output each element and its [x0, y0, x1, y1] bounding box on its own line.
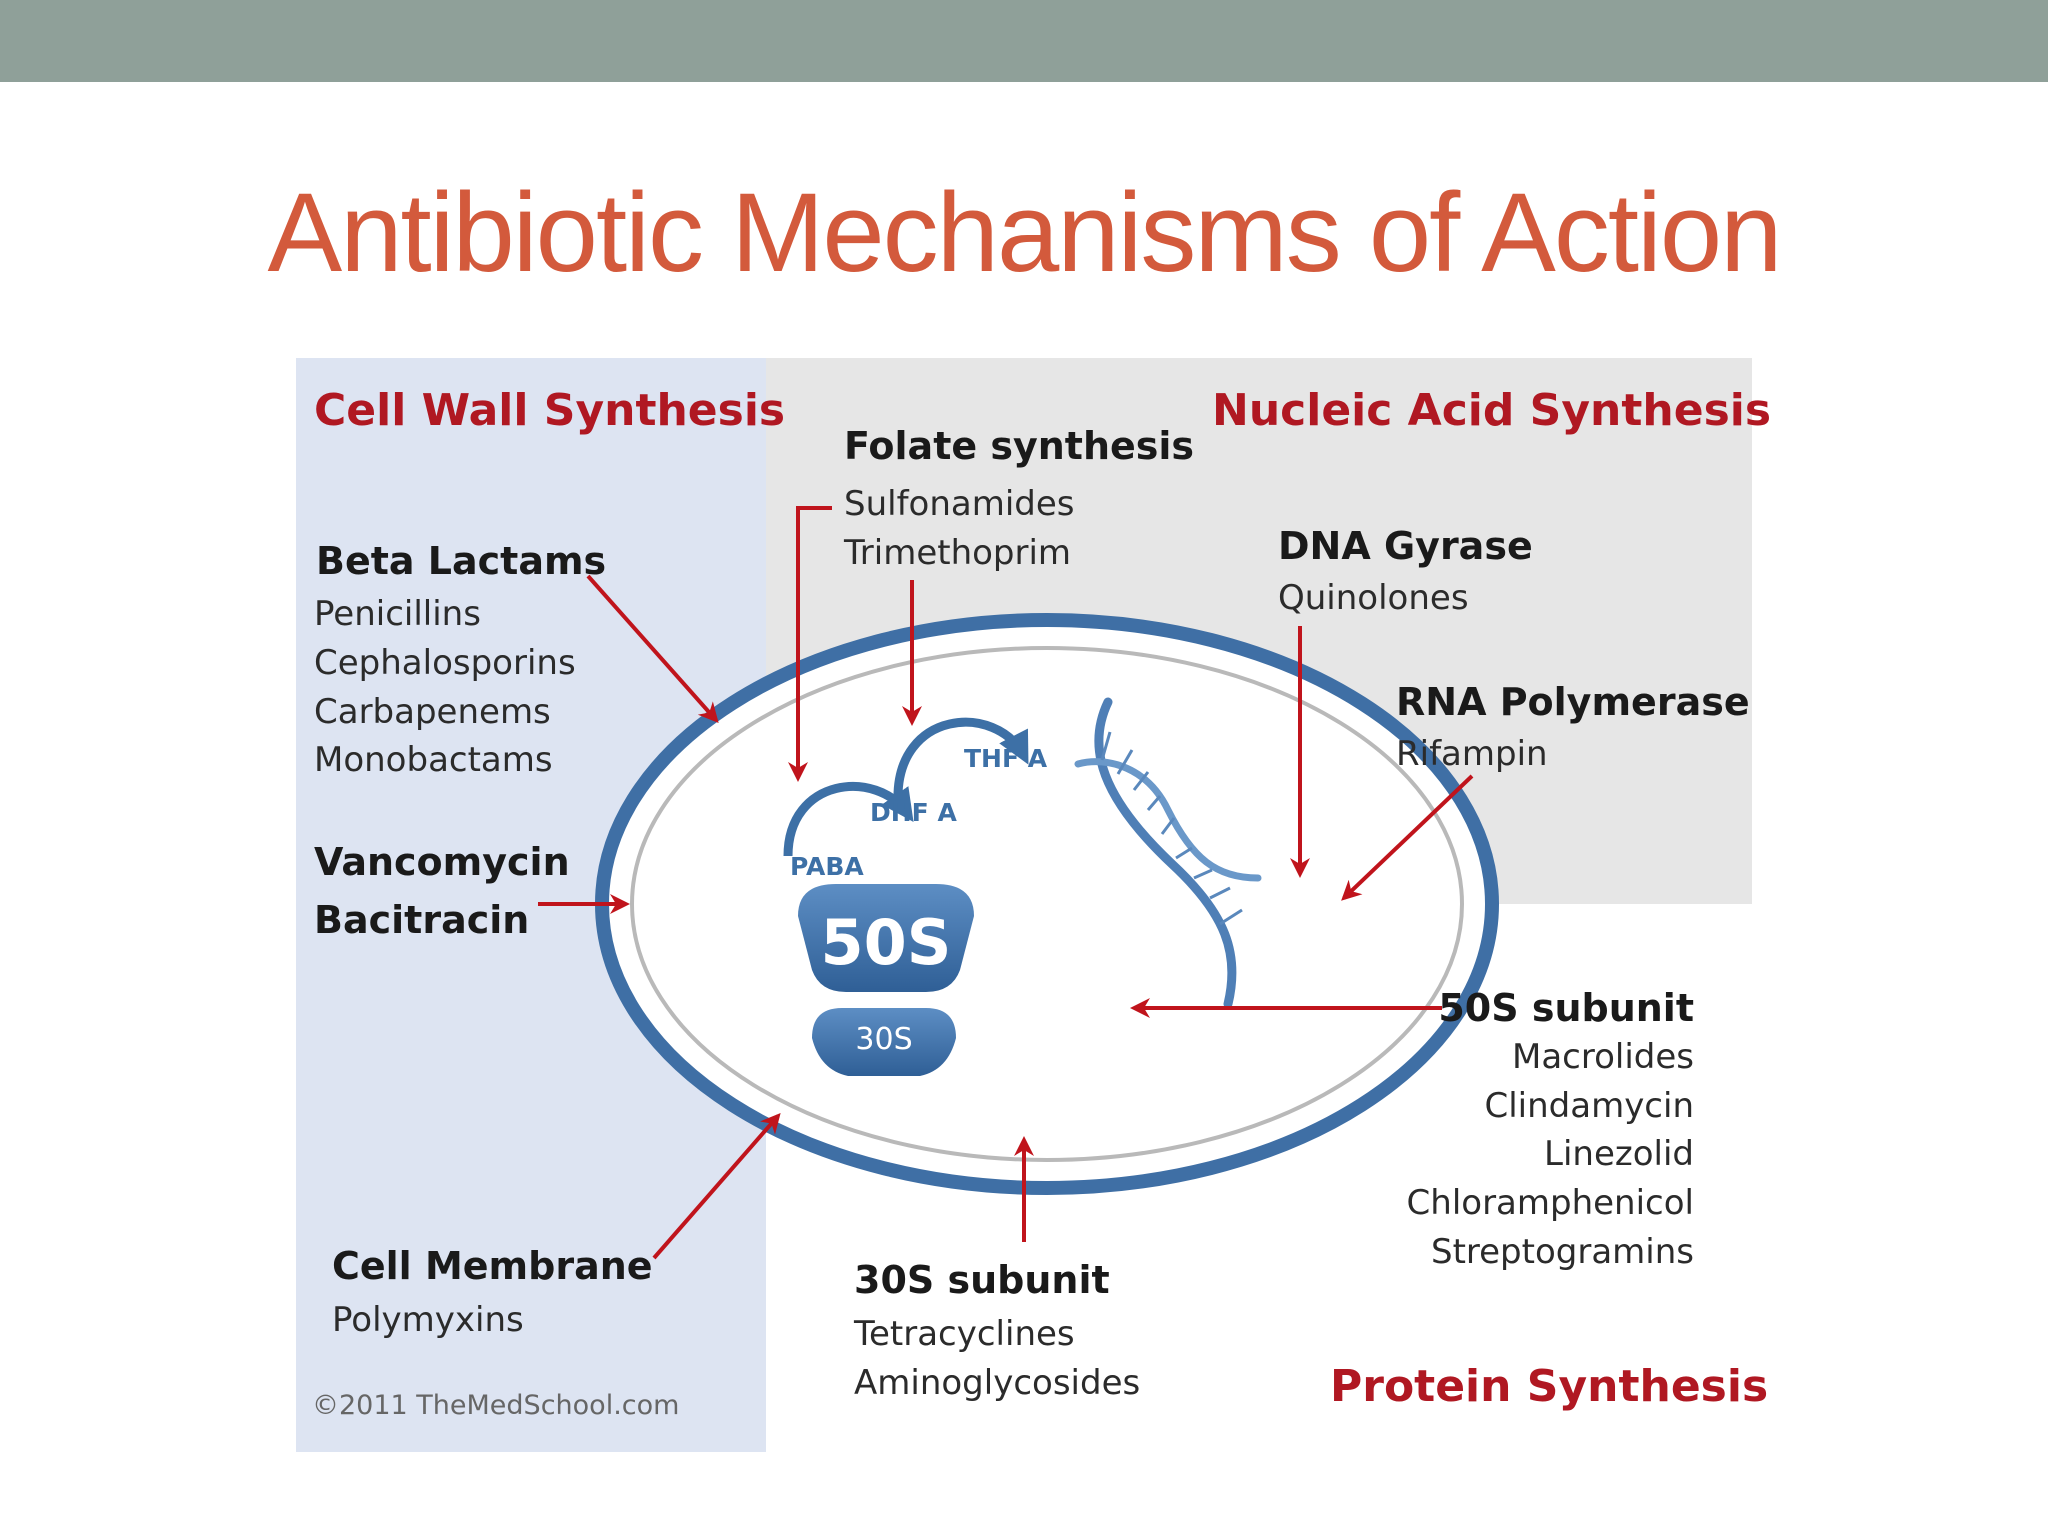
- ribosome-30s-shape: [812, 1008, 956, 1076]
- tetracyclines-label: Tetracyclines: [854, 1314, 1075, 1354]
- cell-membrane-heading: Cell Membrane: [332, 1244, 653, 1288]
- rifampin-arrow: [1341, 774, 1474, 901]
- dhf-label: DHF A: [870, 798, 957, 827]
- 50s-subunit-heading: 50S subunit: [1438, 986, 1694, 1030]
- chloramphenicol-label: Chloramphenicol: [1406, 1183, 1694, 1223]
- linezolid-label: Linezolid: [1544, 1134, 1694, 1174]
- copyright-notice: ©2011 TheMedSchool.com: [312, 1390, 680, 1421]
- thf-label: THF A: [964, 744, 1048, 773]
- macrolides-label: Macrolides: [1511, 1037, 1694, 1077]
- cell-outer-membrane: [595, 613, 1499, 1195]
- nucleic-acid-heading: Nucleic Acid Synthesis: [1212, 385, 1772, 436]
- aminoglycosides-label: Aminoglycosides: [854, 1363, 1141, 1403]
- folate-heading: Folate synthesis: [844, 424, 1195, 468]
- beta-lactams-arrow: [586, 574, 719, 723]
- slide-title: Antibiotic Mechanisms of Action: [267, 170, 1783, 295]
- beta-lactams-heading: Beta Lactams: [316, 539, 607, 583]
- rna-polymerase-heading: RNA Polymerase: [1396, 680, 1750, 724]
- clindamycin-label: Clindamycin: [1484, 1086, 1694, 1126]
- cell-wall-heading: Cell Wall Synthesis: [314, 385, 786, 436]
- rifampin-label: Rifampin: [1396, 734, 1548, 774]
- ribosome-30s-label: 30S: [855, 1022, 913, 1057]
- mechanism-diagram: Cell Wall Synthesis Beta Lactams Penicil…: [296, 358, 1771, 1452]
- bacitracin-label: Bacitracin: [314, 898, 530, 942]
- ribosome-50s-label: 50S: [820, 906, 952, 979]
- dna-gyrase-heading: DNA Gyrase: [1278, 524, 1533, 568]
- paba-label: PABA: [790, 852, 864, 881]
- monobactams-label: Monobactams: [314, 740, 553, 780]
- sulfonamides-label: Sulfonamides: [844, 484, 1075, 524]
- trimethoprim-label: Trimethoprim: [844, 533, 1072, 573]
- vancomycin-label: Vancomycin: [314, 840, 570, 884]
- ribosome-50s-shape: [798, 884, 974, 992]
- 30s-subunit-heading: 30S subunit: [854, 1258, 1110, 1302]
- cephalosporins-label: Cephalosporins: [314, 643, 576, 683]
- header-bar: [0, 0, 2048, 82]
- streptogramins-label: Streptogramins: [1430, 1232, 1694, 1272]
- ribosome: [798, 884, 974, 1076]
- protein-synthesis-heading: Protein Synthesis: [1330, 1361, 1769, 1412]
- cell-inner-membrane: [630, 646, 1464, 1162]
- diagram-graphics: [296, 358, 1752, 1452]
- quinolones-label: Quinolones: [1278, 578, 1469, 618]
- dhf-to-thf-arrow: [893, 717, 1029, 801]
- dna-helix-icon: [1074, 697, 1262, 1009]
- polymyxins-label: Polymyxins: [332, 1300, 524, 1340]
- sulfonamides-arrow: [788, 506, 832, 782]
- carbapenems-label: Carbapenems: [314, 692, 551, 732]
- penicillins-label: Penicillins: [314, 594, 481, 634]
- cell-membrane-arrow: [652, 1112, 781, 1260]
